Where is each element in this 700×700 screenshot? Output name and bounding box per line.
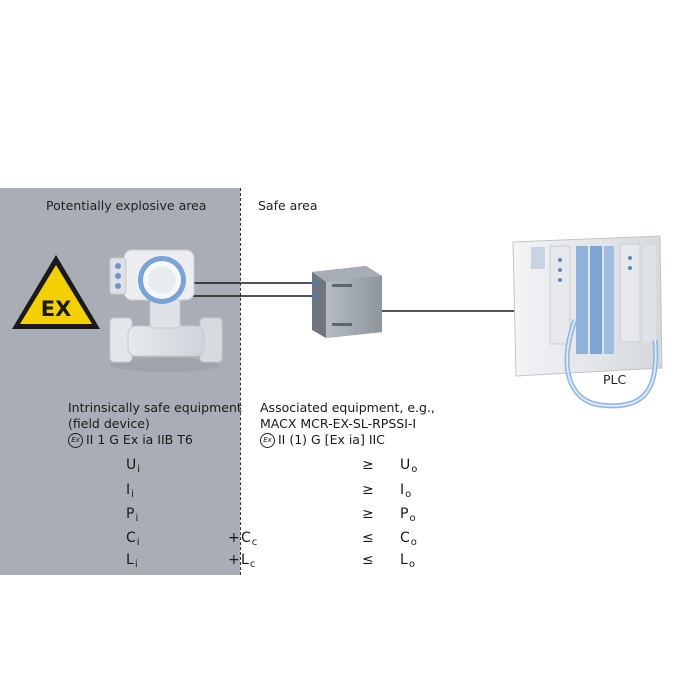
plus-sign: +	[228, 530, 240, 546]
associated-equipment-line-1: Associated equipment, e.g.,	[260, 400, 435, 415]
barrier-module-icon	[311, 266, 382, 338]
field-param-sub: i	[131, 489, 134, 500]
field-param: U	[126, 457, 137, 473]
hazardous-area-label: Potentially explosive area	[46, 198, 207, 213]
cable-param-sub: c	[249, 559, 256, 570]
comparison-operator: ≤	[362, 552, 374, 568]
associated-param: C	[400, 530, 410, 546]
condition-row-inductance: Li + Lc ≤ Lo	[0, 552, 700, 572]
associated-equipment-marking: Ex II (1) G [Ex ia] IIC	[260, 432, 435, 448]
hazardous-area-zone	[0, 188, 240, 575]
associated-equipment-marking-text: II (1) G [Ex ia] IIC	[278, 432, 385, 447]
plus-sign: +	[228, 552, 240, 568]
associated-equipment-line-2: MACX MCR-EX-SL-RPSSI-I	[260, 416, 417, 431]
cable-param-sub: c	[251, 537, 258, 548]
ex-mark-icon: Ex	[68, 432, 83, 448]
field-param: P	[126, 506, 135, 522]
condition-row-voltage: Ui ≥ Uo	[0, 457, 700, 477]
field-device-line-1: Intrinsically safe equipment	[68, 400, 242, 415]
condition-row-current: Ii ≥ Io	[0, 482, 700, 502]
field-param-sub: i	[135, 513, 139, 524]
associated-param-sub: o	[409, 513, 416, 524]
comparison-operator: ≥	[362, 457, 374, 473]
ex-mark-icon: Ex	[260, 432, 275, 448]
associated-param: L	[400, 552, 408, 568]
field-device-marking: Ex II 1 G Ex ia IIB T6	[68, 432, 242, 448]
field-param-sub: i	[136, 537, 140, 548]
field-param-sub: i	[134, 559, 138, 570]
comparison-operator: ≥	[362, 506, 374, 522]
cable-param: L	[241, 552, 249, 568]
field-device-flowmeter-icon	[109, 249, 223, 372]
plc-rack-icon	[512, 235, 663, 409]
associated-equipment-description: Associated equipment, e.g., MACX MCR-EX-…	[260, 400, 435, 448]
ex-warning-sign-icon: EX	[12, 255, 100, 329]
cable-param: C	[241, 530, 251, 546]
associated-param: I	[400, 482, 405, 498]
condition-row-capacitance: Ci + Cc ≤ Co	[0, 530, 700, 550]
associated-param: P	[400, 506, 409, 522]
field-param-sub: i	[137, 464, 141, 475]
comparison-operator: ≤	[362, 530, 374, 546]
associated-param-sub: o	[408, 559, 415, 570]
associated-param: U	[400, 457, 411, 473]
associated-param-sub: o	[411, 464, 418, 475]
associated-param-sub: o	[410, 537, 417, 548]
field-device-description: Intrinsically safe equipment (field devi…	[68, 400, 242, 448]
safe-area-label: Safe area	[258, 198, 318, 213]
field-device-marking-text: II 1 G Ex ia IIB T6	[86, 432, 193, 447]
field-param: C	[126, 530, 136, 546]
warning-sign-text: EX	[41, 297, 72, 321]
field-param: L	[126, 552, 134, 568]
associated-param-sub: o	[405, 489, 412, 500]
zone-divider	[240, 188, 241, 575]
plc-label: PLC	[603, 372, 627, 387]
field-param: I	[126, 482, 131, 498]
condition-row-power: Pi ≥ Po	[0, 506, 700, 526]
comparison-operator: ≥	[362, 482, 374, 498]
field-device-line-2: (field device)	[68, 416, 150, 431]
